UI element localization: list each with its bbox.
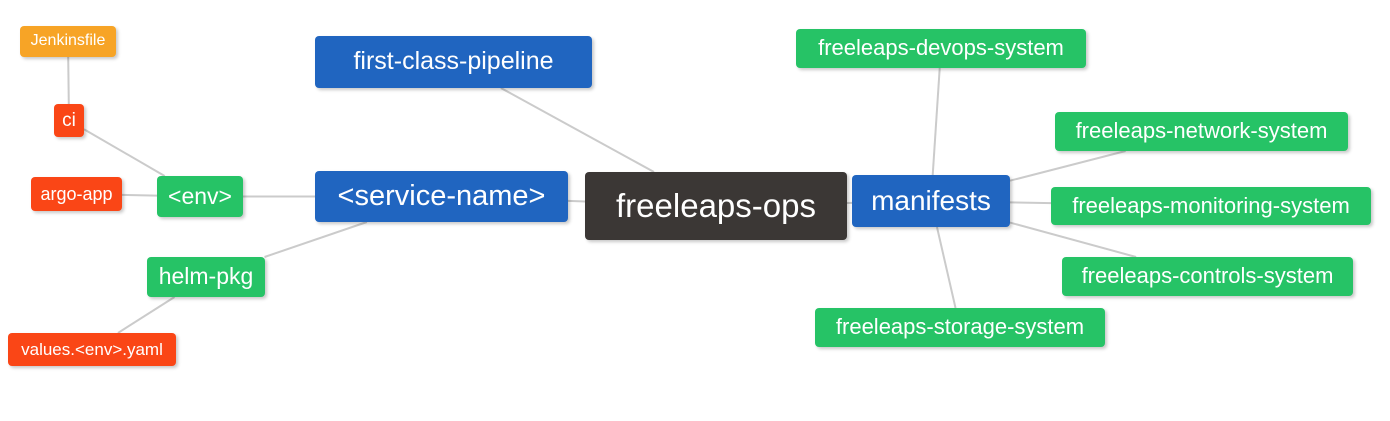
mindmap-node-first-class-pipeline[interactable]: first-class-pipeline	[315, 36, 592, 88]
node-label: freeleaps-monitoring-system	[1072, 192, 1350, 218]
edge-manifests--freeleaps-monitoring-system	[1009, 201, 1052, 205]
edge-helm-pkg--service-name	[264, 221, 368, 258]
mindmap-node-service-name[interactable]: <service-name>	[315, 171, 568, 222]
edge-manifests--freeleaps-devops-system	[931, 67, 941, 176]
node-label: freeleaps-devops-system	[818, 35, 1064, 60]
edge-first-class-pipeline--freeleaps-ops	[500, 87, 655, 173]
mindmap-node-values-env-yaml[interactable]: values.<env>.yaml	[8, 333, 176, 366]
edge-manifests--freeleaps-storage-system	[935, 226, 957, 309]
mindmap-node-freeleaps-storage-system[interactable]: freeleaps-storage-system	[815, 308, 1105, 347]
mindmap-node-freeleaps-ops[interactable]: freeleaps-ops	[585, 172, 847, 240]
mindmap-node-freeleaps-controls-system[interactable]: freeleaps-controls-system	[1062, 257, 1353, 296]
edge-argo-app--env	[121, 193, 158, 197]
node-label: ci	[62, 109, 76, 131]
mindmap-node-freeleaps-devops-system[interactable]: freeleaps-devops-system	[796, 29, 1086, 68]
edge-service-name--freeleaps-ops	[567, 199, 586, 203]
node-label: freeleaps-storage-system	[835, 314, 1085, 339]
edge-values-env-yaml--helm-pkg	[117, 296, 176, 334]
mindmap-node-freeleaps-monitoring-system[interactable]: freeleaps-monitoring-system	[1051, 187, 1371, 225]
edge-jenkinsfile--ci	[67, 56, 70, 105]
mindmap-node-jenkinsfile[interactable]: Jenkinsfile	[20, 26, 116, 57]
edge-ci--env	[83, 128, 166, 177]
node-label: argo-app	[40, 183, 113, 204]
edge-manifests--freeleaps-network-system	[1009, 150, 1126, 182]
mindmap-node-manifests[interactable]: manifests	[852, 175, 1010, 227]
mindmap-node-freeleaps-network-system[interactable]: freeleaps-network-system	[1055, 112, 1348, 151]
node-label: <env>	[168, 182, 232, 209]
edge-manifests--freeleaps-controls-system	[1009, 221, 1137, 258]
node-label: freeleaps-controls-system	[1081, 263, 1334, 288]
node-label: helm-pkg	[158, 263, 254, 289]
node-label: manifests	[871, 184, 991, 216]
mindmap-node-argo-app[interactable]: argo-app	[31, 177, 122, 211]
node-label: values.<env>.yaml	[21, 339, 163, 359]
mindmap-node-ci[interactable]: ci	[54, 104, 84, 137]
mindmap-node-helm-pkg[interactable]: helm-pkg	[147, 257, 265, 297]
mindmap-node-env[interactable]: <env>	[157, 176, 243, 217]
node-label: <service-name>	[337, 179, 546, 212]
node-label: first-class-pipeline	[353, 47, 554, 75]
node-label: freeleaps-ops	[616, 187, 816, 224]
node-label: Jenkinsfile	[30, 32, 106, 49]
node-label: freeleaps-network-system	[1075, 118, 1328, 143]
